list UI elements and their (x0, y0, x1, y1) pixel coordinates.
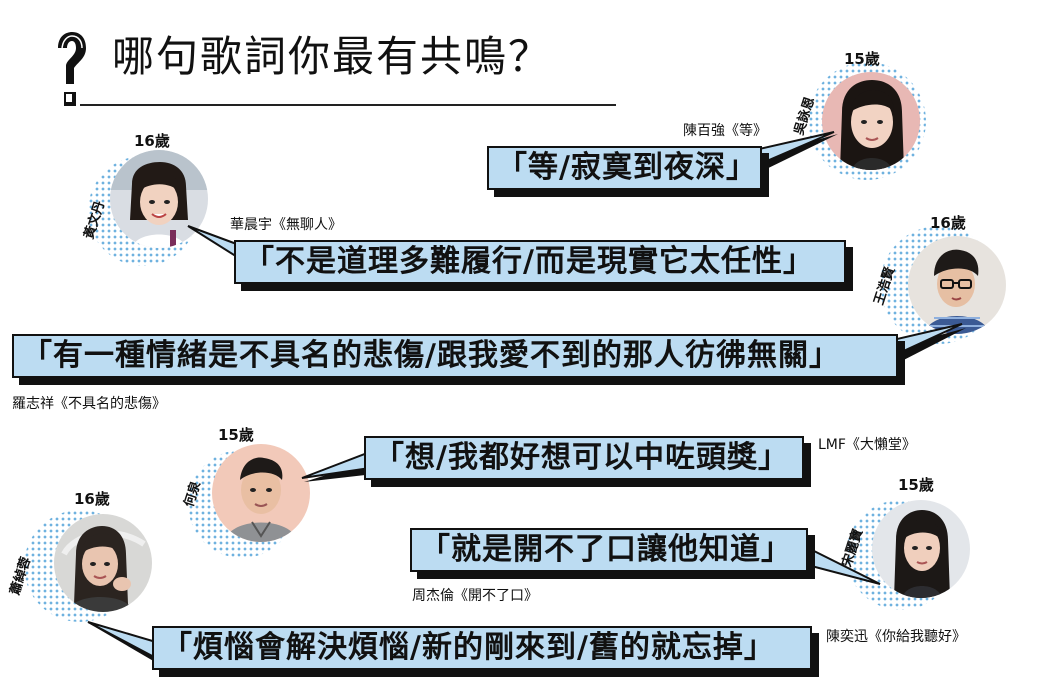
title-underline (80, 104, 616, 106)
profile-song: 宋麗寶 15歲 (840, 470, 996, 620)
song-credit: LMF《大懶堂》 (818, 437, 916, 453)
song-credit: 華晨宇《無聊人》 (230, 217, 342, 233)
girl-smiling-portrait-icon (110, 150, 208, 248)
profile-xiao: 蕭綽蓉 16歲 (8, 488, 174, 638)
lyric-quote: 「等/寂寞到夜深」 (487, 146, 762, 190)
profile-wang: 王浩賢 16歲 (872, 206, 1030, 356)
profile-wu: 吳詠恩 15歲 (792, 50, 948, 190)
boy-glasses-portrait-icon (908, 236, 1006, 334)
student-age: 15歲 (898, 476, 934, 494)
avatar (908, 236, 1006, 334)
lyric-quote: 「有一種情緒是不具名的悲傷/跟我愛不到的那人彷彿無關」 (12, 334, 898, 378)
girl-hand-pose-portrait-icon (54, 514, 152, 612)
song-credit: 陳奕迅《你給我聽好》 (826, 629, 966, 645)
avatar (212, 444, 310, 542)
lyric-quote: 「就是開不了口讓他知道」 (410, 528, 808, 572)
avatar (872, 500, 970, 598)
lyric-quote: 「不是道理多難履行/而是現實它太任性」 (234, 240, 846, 284)
avatar (110, 150, 208, 248)
profile-he: 何泉 15歲 (182, 420, 328, 560)
student-age: 16歲 (930, 214, 966, 232)
lyric-quote: 「煩惱會解決煩惱/新的剛來到/舊的就忘掉」 (152, 626, 812, 670)
boy-hoodie-portrait-icon (212, 444, 310, 542)
song-credit: 陳百強《等》 (683, 123, 767, 139)
student-age: 15歲 (218, 426, 254, 444)
avatar (54, 514, 152, 612)
song-credit: 羅志祥《不具名的悲傷》 (12, 396, 166, 412)
lyric-quote: 「想/我都好想可以中咗頭獎」 (364, 436, 804, 480)
profile-huang: 黃文丹 16歲 (82, 126, 228, 266)
student-age: 16歲 (74, 490, 110, 508)
girl-straight-hair-portrait-icon (872, 500, 970, 598)
avatar (822, 72, 920, 170)
question-mark-icon (58, 32, 86, 106)
page-title: 哪句歌詞你最有共鳴？ (112, 32, 553, 81)
student-age: 16歲 (134, 132, 170, 150)
song-credit: 周杰倫《開不了口》 (412, 588, 538, 604)
student-age: 15歲 (844, 50, 880, 68)
girl-long-hair-portrait-icon (822, 72, 920, 170)
